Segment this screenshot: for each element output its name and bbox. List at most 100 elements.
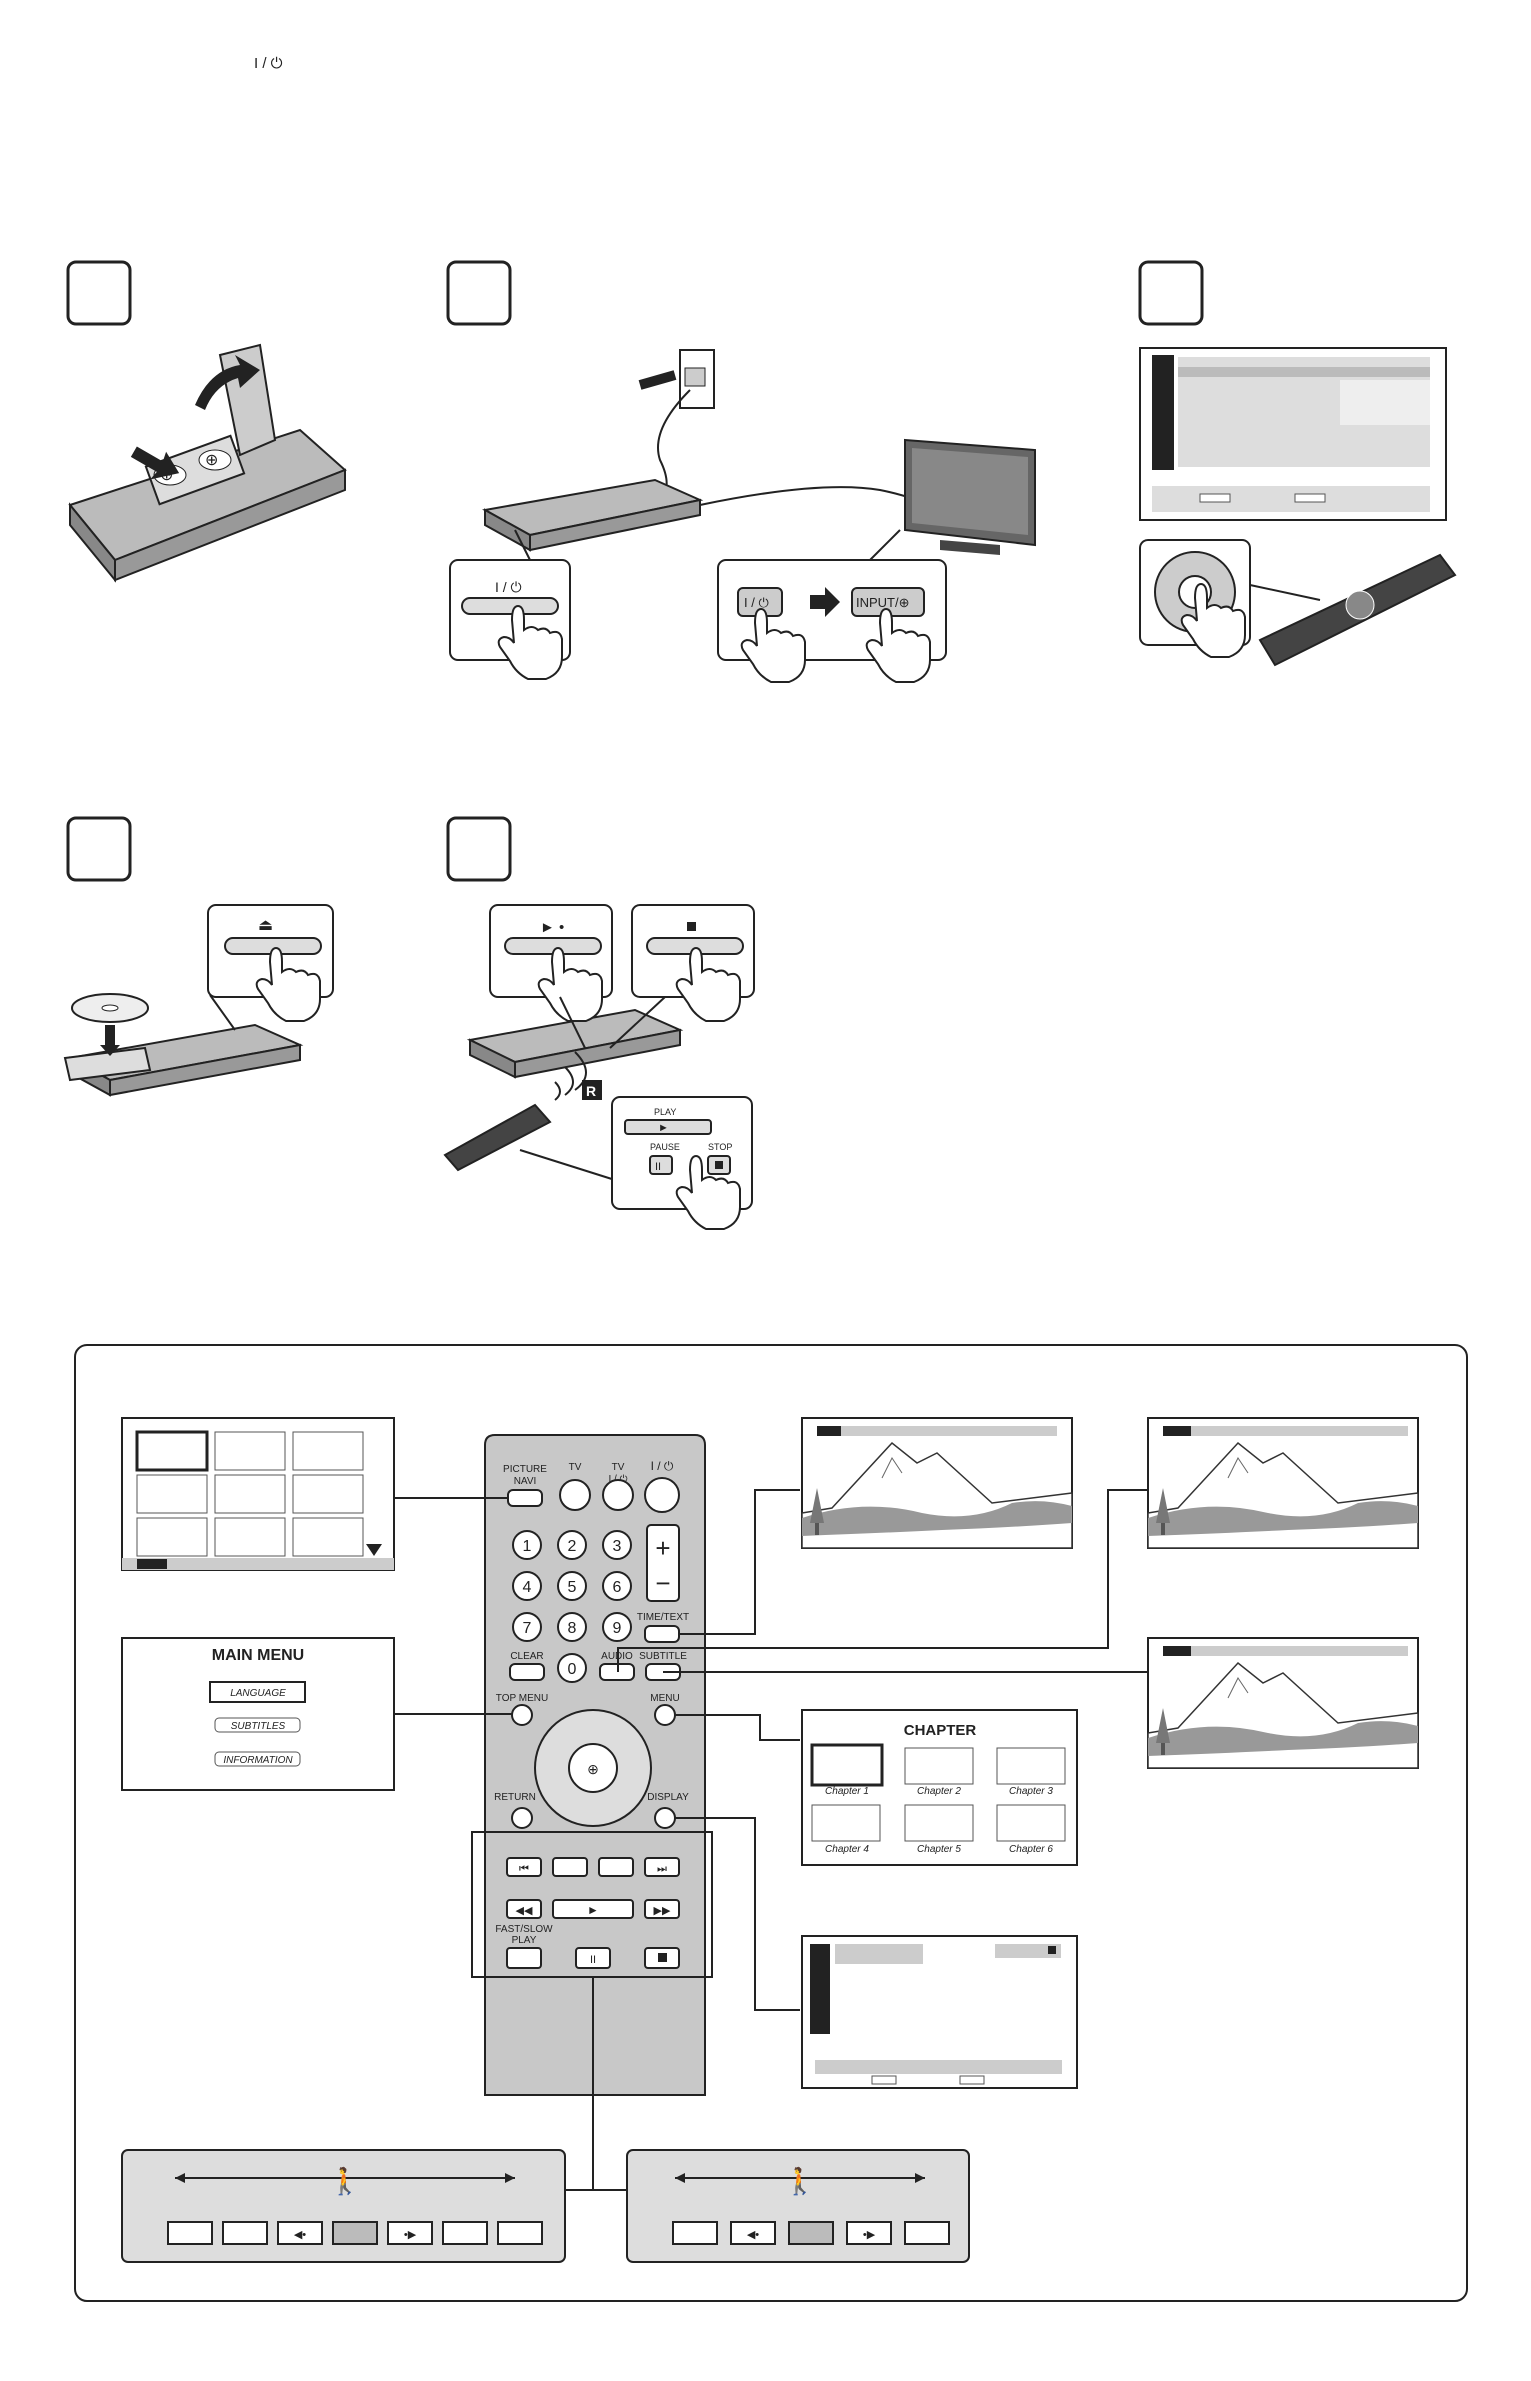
svg-text:TV: TV (569, 1462, 582, 1473)
svg-text:I / ⏻: I / ⏻ (651, 1459, 674, 1473)
svg-text:6: 6 (613, 1579, 622, 1596)
svg-text:⊕: ⊕ (587, 1761, 599, 1777)
svg-text:I / ⏻: I / ⏻ (744, 595, 769, 610)
disc-load-illustration: ⏏ (63, 904, 334, 1097)
header-power-symbol: I / ⏻ (254, 55, 283, 72)
svg-text:CHAPTER: CHAPTER (904, 1722, 977, 1739)
svg-text:5: 5 (568, 1579, 577, 1596)
svg-text:◀•: ◀• (294, 2229, 306, 2241)
svg-text:•▶: •▶ (863, 2229, 876, 2241)
svg-text:II: II (590, 1954, 596, 1966)
svg-text:3: 3 (613, 1538, 622, 1555)
pause-icon (649, 1155, 673, 1175)
svg-text:RETURN: RETURN (494, 1792, 536, 1803)
step-2-box (446, 260, 512, 326)
battery-insertion-illustration: ⊕ ⊕ (68, 343, 347, 583)
svg-text:PICTURE: PICTURE (503, 1464, 547, 1475)
svg-text:🚶: 🚶 (784, 2166, 816, 2196)
svg-text:⊕: ⊕ (205, 452, 218, 469)
volume-rocker (646, 1524, 680, 1602)
svg-text:9: 9 (613, 1620, 622, 1637)
svg-text:+: + (655, 1533, 670, 1563)
svg-text:NAVI: NAVI (514, 1476, 537, 1487)
svg-text:MENU: MENU (650, 1693, 679, 1704)
svg-text:Chapter 3: Chapter 3 (1009, 1786, 1053, 1797)
svg-text:►: ► (658, 1122, 669, 1134)
svg-text:0: 0 (568, 1661, 577, 1678)
picture-navi-screen (121, 1417, 395, 1571)
svg-text:8: 8 (568, 1620, 577, 1637)
svg-text:−: − (655, 1568, 670, 1598)
svg-text:Chapter 6: Chapter 6 (1009, 1844, 1053, 1855)
svg-text:INPUT/⊕: INPUT/⊕ (856, 595, 910, 610)
svg-text:◀•: ◀• (747, 2229, 759, 2241)
svg-text:PAUSE: PAUSE (650, 1142, 680, 1152)
play-icon: ► • (540, 919, 564, 936)
audio-screen (1147, 1417, 1419, 1549)
svg-text:4: 4 (523, 1579, 532, 1596)
picture-navi-button (507, 1489, 543, 1507)
remote-control: PICTURE NAVI TV TV I / ⏻ I / ⏻ 1 2 3 4 5… (471, 1434, 713, 2096)
svg-text:►: ► (587, 1903, 599, 1917)
power-button-player (461, 597, 559, 615)
svg-text:Chapter 1: Chapter 1 (825, 1786, 869, 1797)
svg-text:DISPLAY: DISPLAY (647, 1792, 689, 1803)
play-stop-illustration: ► • R PLAY ► PAUSE II STOP (443, 904, 755, 1230)
display-button (654, 1807, 676, 1829)
person-walking-icon: 🚶 (329, 2166, 361, 2196)
svg-text:FAST/SLOW: FAST/SLOW (495, 1924, 553, 1935)
svg-text:R: R (586, 1083, 596, 1099)
fast-slow-panel-left: 🚶 ◀• •▶ (121, 2149, 566, 2263)
arrow-icon (195, 355, 260, 410)
control-menu-screen (801, 1935, 1078, 2089)
svg-text:CLEAR: CLEAR (510, 1651, 543, 1662)
svg-text:2: 2 (568, 1538, 577, 1555)
svg-text:⏮: ⏮ (519, 1863, 529, 1875)
svg-text:•▶: •▶ (404, 2229, 417, 2241)
angle-screen (801, 1417, 1073, 1549)
svg-text:Chapter 2: Chapter 2 (917, 1786, 961, 1797)
connection-illustration: I / ⏻ I / ⏻ INPUT/⊕ (449, 349, 1036, 683)
remote-icon (1258, 553, 1457, 667)
svg-text:Chapter 4: Chapter 4 (825, 1844, 869, 1855)
svg-text:TIME/TEXT: TIME/TEXT (637, 1612, 689, 1623)
power-button-remote (644, 1477, 680, 1513)
menu-item-language (209, 1681, 306, 1703)
svg-text:Chapter 5: Chapter 5 (917, 1844, 961, 1855)
setup-menu-illustration (1139, 347, 1457, 667)
step-3-box (1138, 260, 1204, 326)
chapter-menu-screen: CHAPTER Chapter 1 Chapter 2 Chapter 3 Ch… (801, 1709, 1078, 1866)
eject-icon: ⏏ (258, 917, 273, 934)
remote-overview-panel (74, 1344, 1468, 2302)
step-5-box (446, 816, 512, 882)
svg-text:PLAY: PLAY (654, 1107, 676, 1117)
svg-text:◀◀: ◀◀ (516, 1905, 533, 1917)
subtitle-screen (1147, 1637, 1419, 1769)
tv-icon (904, 438, 1036, 555)
svg-text:⏭: ⏭ (657, 1863, 667, 1875)
svg-text:1: 1 (523, 1538, 532, 1555)
svg-text:PLAY: PLAY (512, 1935, 537, 1946)
svg-text:STOP: STOP (708, 1142, 732, 1152)
svg-text:SUBTITLES: SUBTITLES (231, 1721, 286, 1732)
connector-lines (394, 1489, 1148, 2191)
svg-text:SUBTITLE: SUBTITLE (639, 1651, 687, 1662)
svg-text:INFORMATION: INFORMATION (223, 1755, 293, 1766)
svg-text:MAIN MENU: MAIN MENU (212, 1647, 304, 1664)
step-1-box (66, 260, 132, 326)
svg-text:LANGUAGE: LANGUAGE (230, 1688, 286, 1699)
svg-text:TV: TV (612, 1462, 625, 1473)
step-4-box (66, 816, 132, 882)
stop-icon (687, 922, 696, 931)
svg-text:II: II (655, 1161, 661, 1173)
top-menu-button (511, 1704, 533, 1726)
svg-text:TOP MENU: TOP MENU (496, 1693, 548, 1704)
time-text-button (644, 1625, 680, 1643)
main-menu-screen: MAIN MENU LANGUAGE SUBTITLES INFORMATION (121, 1637, 395, 1791)
svg-text:I / ⏻: I / ⏻ (495, 579, 522, 595)
svg-text:7: 7 (523, 1620, 532, 1637)
svg-text:▶▶: ▶▶ (654, 1905, 671, 1917)
return-button (511, 1807, 533, 1829)
fast-slow-panel-right: 🚶 ◀• •▶ (626, 2149, 970, 2263)
